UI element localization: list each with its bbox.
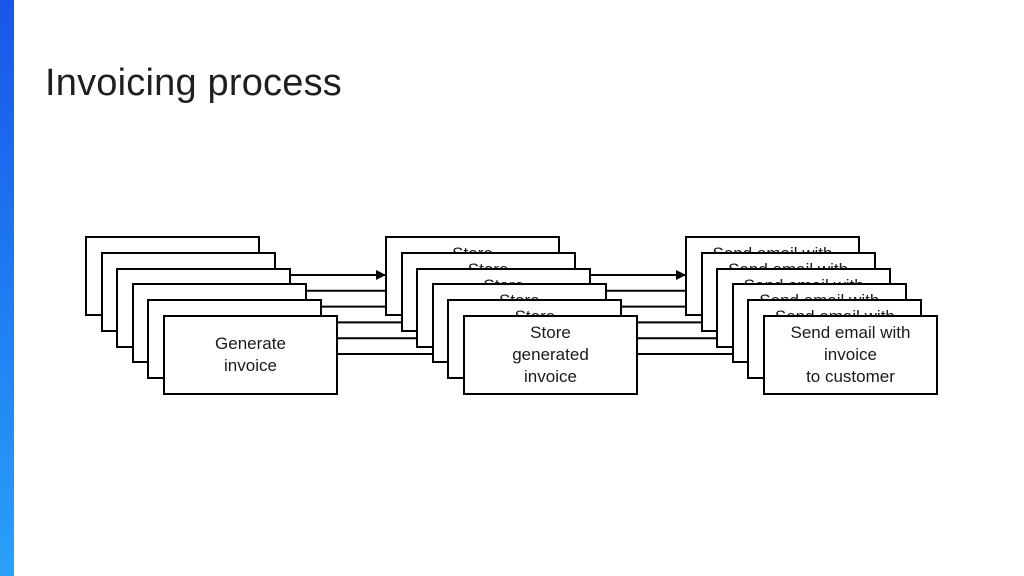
stage-3-box-6: Send email with invoice to customer	[763, 315, 938, 395]
slide-title: Invoicing process	[45, 62, 342, 104]
stage-1-label: Generate invoice	[215, 334, 286, 375]
stage-2-label: Store generated invoice	[512, 323, 589, 386]
stage-1-box-6: Generate invoice	[163, 315, 338, 395]
accent-bar	[0, 0, 14, 576]
stage-2-box-6: Store generated invoice	[463, 315, 638, 395]
stage-3-label: Send email with invoice to customer	[790, 323, 911, 386]
